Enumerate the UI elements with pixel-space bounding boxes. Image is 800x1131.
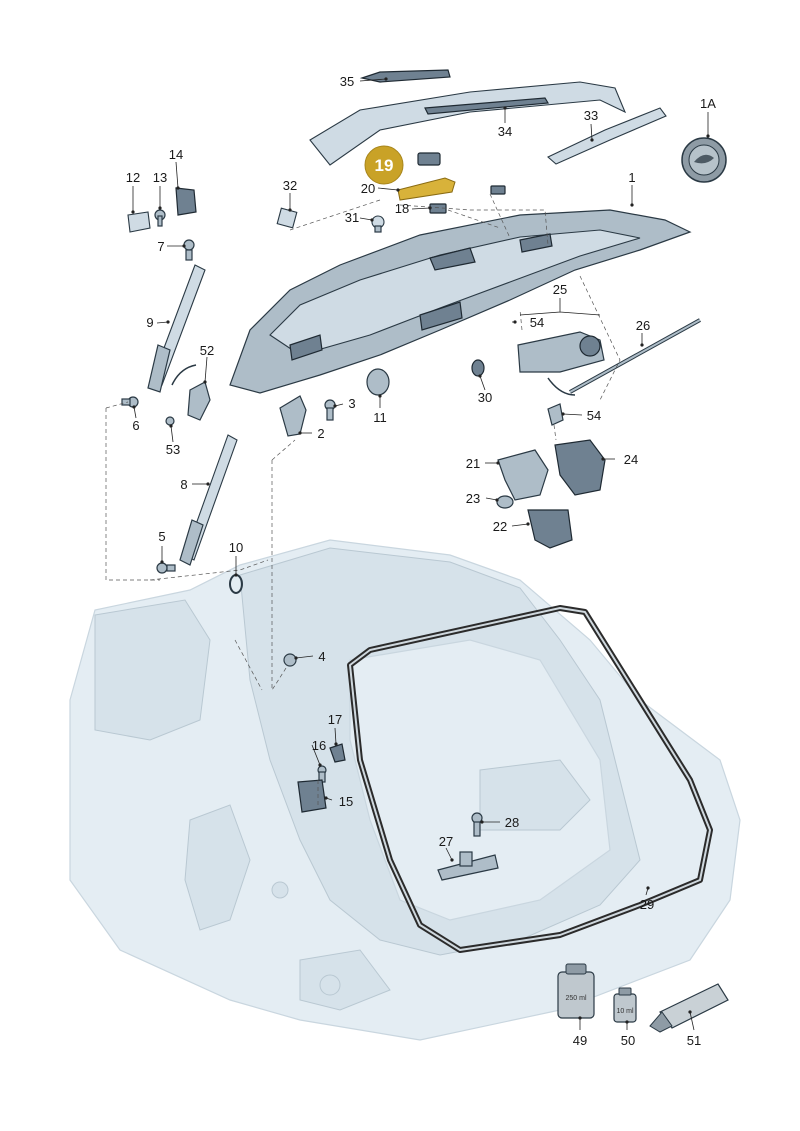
- camera-housing: [417, 152, 441, 166]
- striker-27: [437, 851, 499, 881]
- callout-5[interactable]: 5: [158, 529, 165, 544]
- striker-22: [527, 509, 573, 549]
- callout-15[interactable]: 15: [339, 794, 353, 809]
- buffer-30: [471, 359, 485, 377]
- pad-18: [429, 203, 447, 214]
- callout-labels: 35 34 33 1A 1 14 12 13 32 20 18 31 7 9 2…: [126, 74, 717, 1048]
- gas-strut-8: [179, 434, 238, 566]
- callout-6[interactable]: 6: [132, 418, 139, 433]
- callout-2[interactable]: 2: [317, 426, 324, 441]
- reference-lines: [105, 193, 621, 808]
- clip-31: [371, 215, 385, 233]
- callout-32[interactable]: 32: [283, 178, 297, 193]
- highlight-badge-19[interactable]: 19: [364, 145, 404, 185]
- callout-22[interactable]: 22: [493, 519, 507, 534]
- wiper-motor-25: [517, 331, 605, 396]
- callout-30[interactable]: 30: [478, 390, 492, 405]
- highlight-label: 19: [375, 156, 394, 175]
- clip-53: [165, 416, 175, 426]
- callout-1A[interactable]: 1A: [700, 96, 716, 111]
- callout-4[interactable]: 4: [318, 649, 325, 664]
- callout-12[interactable]: 12: [126, 170, 140, 185]
- buffer-11: [366, 368, 390, 396]
- highlighted-part-20: [397, 177, 456, 201]
- nut-4: [283, 653, 297, 667]
- leader-lines: [132, 78, 709, 1031]
- container-10ml-label: 10 ml: [616, 1008, 634, 1015]
- callout-53[interactable]: 53: [166, 442, 180, 457]
- callout-35[interactable]: 35: [340, 74, 354, 89]
- hinge-52: [187, 381, 211, 421]
- stop-14: [175, 187, 197, 216]
- bracket-17: [329, 743, 346, 763]
- lock-21: [497, 449, 549, 501]
- hinge-upper: [279, 395, 307, 437]
- callout-29[interactable]: 29: [640, 897, 654, 912]
- nut-23: [496, 495, 514, 509]
- container-250ml-label: 250 ml: [565, 995, 586, 1002]
- callout-17[interactable]: 17: [328, 712, 342, 727]
- car-body-outline: [69, 539, 741, 1041]
- tailgate-seal: [347, 605, 713, 953]
- callout-21[interactable]: 21: [466, 456, 480, 471]
- callout-14[interactable]: 14: [169, 147, 183, 162]
- sensor-54: [547, 403, 564, 426]
- tube-51: [649, 983, 729, 1033]
- callout-16[interactable]: 16: [312, 738, 326, 753]
- callout-50[interactable]: 50: [621, 1033, 635, 1048]
- cable-curve: [171, 364, 197, 386]
- callout-34[interactable]: 34: [498, 124, 512, 139]
- callout-24[interactable]: 24: [624, 452, 638, 467]
- callout-33[interactable]: 33: [584, 108, 598, 123]
- callout-28[interactable]: 28: [505, 815, 519, 830]
- container-250ml: 250 ml: [557, 963, 595, 1019]
- callout-52[interactable]: 52: [200, 343, 214, 358]
- bolt-28: [471, 812, 483, 837]
- ball-stud-5: [156, 562, 176, 574]
- bolt-3: [324, 399, 336, 421]
- ball-stud-6: [121, 396, 139, 408]
- callout-51[interactable]: 51: [687, 1033, 701, 1048]
- callout-10[interactable]: 10: [229, 540, 243, 555]
- callout-13[interactable]: 13: [153, 170, 167, 185]
- callout-1[interactable]: 1: [628, 170, 635, 185]
- gas-strut-9: [147, 264, 206, 393]
- callout-27[interactable]: 27: [439, 834, 453, 849]
- trim-strip: [547, 107, 667, 165]
- brand-emblem: [681, 137, 727, 183]
- container-10ml: 10 ml: [613, 987, 637, 1023]
- callout-9[interactable]: 9: [146, 315, 153, 330]
- buffer-15: [297, 779, 327, 813]
- callout-3[interactable]: 3: [348, 396, 355, 411]
- callout-54-bottom[interactable]: 54: [587, 408, 601, 423]
- pad-32: [276, 207, 298, 229]
- bolt-16: [317, 765, 327, 783]
- callout-11[interactable]: 11: [373, 410, 387, 425]
- wiper-arm-26: [569, 318, 701, 394]
- callout-49[interactable]: 49: [573, 1033, 587, 1048]
- bracket-12: [127, 211, 151, 233]
- callout-25[interactable]: 25: [553, 282, 567, 297]
- callout-31[interactable]: 31: [345, 210, 359, 225]
- bolt-13: [154, 209, 166, 227]
- lock-actuator-24: [554, 439, 606, 496]
- callout-8[interactable]: 8: [180, 477, 187, 492]
- leader-dots: [131, 77, 710, 1024]
- callout-26[interactable]: 26: [636, 318, 650, 333]
- pad-small: [490, 185, 506, 195]
- callout-54-top[interactable]: 54: [530, 315, 544, 330]
- ball-stud-7: [183, 239, 195, 261]
- callout-20[interactable]: 20: [361, 181, 375, 196]
- callout-18[interactable]: 18: [395, 201, 409, 216]
- tailgate-panel: [229, 209, 692, 394]
- callout-23[interactable]: 23: [466, 491, 480, 506]
- callout-7[interactable]: 7: [157, 239, 164, 254]
